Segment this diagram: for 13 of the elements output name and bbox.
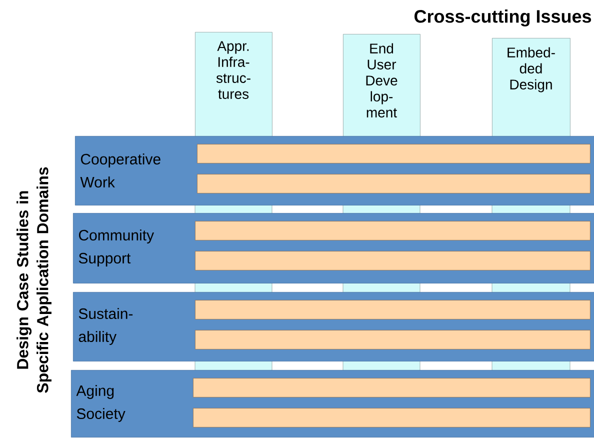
column-box: Appr. Infra- struc- tures [195,32,272,140]
bar [195,221,590,240]
bar [195,300,590,320]
column-box: Embed- ded Design [492,38,570,140]
bar [193,378,590,398]
bar [197,144,590,164]
side-heading: Design Case Studies in Specific Application Domains [16,167,52,393]
bar [193,408,590,428]
column-box: End User Deve lop- ment [343,34,420,140]
bar [197,174,590,194]
heading: Cross-cutting Issues [414,10,592,26]
bar [195,251,590,270]
bar [195,330,590,350]
